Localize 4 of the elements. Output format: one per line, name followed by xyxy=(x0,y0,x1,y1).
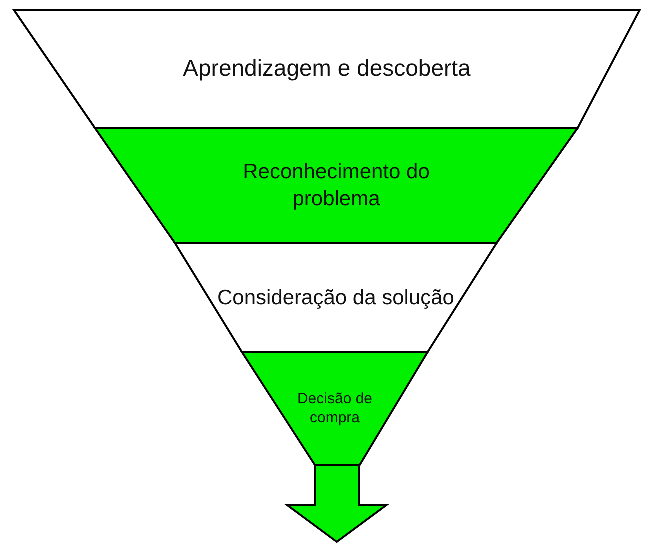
stage-label: Consideração da solução xyxy=(218,284,454,311)
stage-label: Decisão de compra xyxy=(296,389,374,428)
stage-label: Reconhecimento do problema xyxy=(242,159,431,212)
stage-label: Aprendizagem e descoberta xyxy=(183,54,471,84)
